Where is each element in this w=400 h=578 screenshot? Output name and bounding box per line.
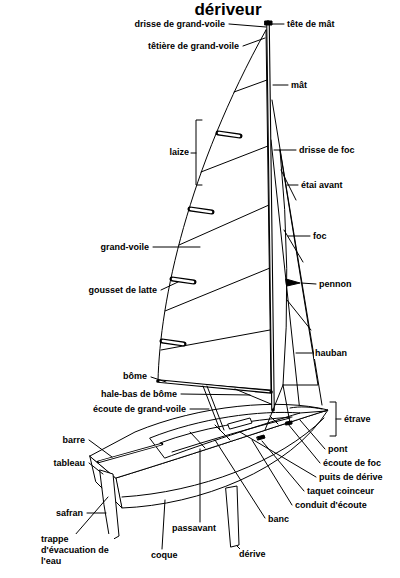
diagram-title: dériveur bbox=[194, 0, 261, 19]
part-label: mât bbox=[290, 80, 308, 91]
part-label: pennon bbox=[318, 279, 353, 290]
part-label: hale-bas de bôme bbox=[100, 389, 178, 400]
part-label: têtière de grand-voile bbox=[147, 41, 240, 52]
part-label: trappe d'évacuation de l'eau bbox=[40, 534, 114, 567]
part-label: laize bbox=[168, 147, 190, 158]
part-label: tableau bbox=[52, 458, 86, 469]
part-label: conduit d'écoute bbox=[294, 500, 368, 511]
part-label: passavant bbox=[171, 523, 217, 534]
part-label: pont bbox=[327, 444, 349, 455]
part-label: écoute de grand-voile bbox=[92, 404, 187, 415]
part-label: safran bbox=[55, 508, 84, 519]
part-label: drisse de foc bbox=[298, 145, 356, 156]
part-label: coque bbox=[150, 550, 179, 561]
part-label: dérive bbox=[238, 549, 267, 560]
part-label: étrave bbox=[343, 414, 372, 425]
part-label: barre bbox=[61, 435, 86, 446]
part-label: foc bbox=[312, 231, 328, 242]
part-label: bôme bbox=[122, 371, 148, 382]
part-label: hauban bbox=[314, 348, 348, 359]
part-label: banc bbox=[267, 514, 290, 525]
part-label: tête de mât bbox=[286, 19, 336, 30]
part-label: écoute de foc bbox=[322, 458, 382, 469]
part-label: grand-voile bbox=[99, 242, 150, 253]
part-label: taquet coinceur bbox=[306, 486, 375, 497]
part-label: étai avant bbox=[300, 180, 344, 191]
part-label: drisse de grand-voile bbox=[133, 19, 226, 30]
part-label: gousset de latte bbox=[87, 285, 158, 296]
part-label: puits de dérive bbox=[318, 472, 384, 483]
